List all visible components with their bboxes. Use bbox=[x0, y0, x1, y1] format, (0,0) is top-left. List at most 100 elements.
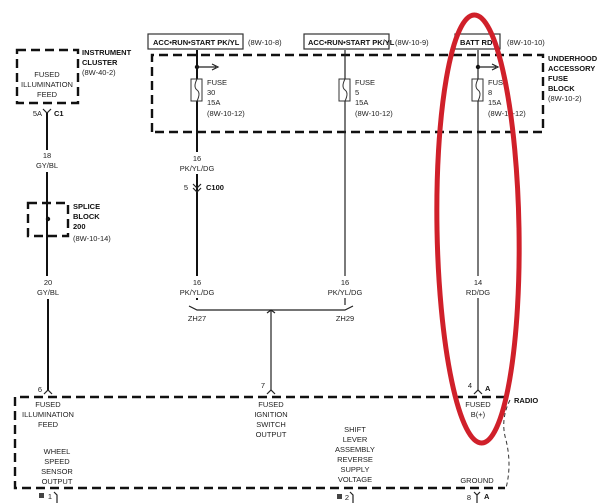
component-name: RADIO bbox=[514, 396, 538, 405]
fuse-ref: (8W-10-12) bbox=[488, 109, 526, 118]
connector-marker bbox=[39, 493, 44, 498]
wire-color: RD/DG bbox=[466, 288, 490, 297]
pin-label: ILLUMINATION bbox=[21, 80, 73, 89]
wire-color: GY/BL bbox=[36, 161, 58, 170]
connector-name: A bbox=[485, 384, 491, 393]
source-box bbox=[147, 33, 244, 50]
pin-label: FUSED bbox=[35, 400, 61, 409]
connector-pin: 5 bbox=[184, 183, 188, 192]
pin-label: B(+) bbox=[471, 410, 486, 419]
component-ref: (8W-40-2) bbox=[82, 68, 116, 77]
fuse-block-box bbox=[150, 53, 545, 134]
component-name: BLOCK bbox=[73, 212, 100, 221]
pin-number: 7 bbox=[261, 381, 265, 390]
wire-color: PK/YL/DG bbox=[180, 164, 215, 173]
pin-number: 6 bbox=[38, 385, 42, 394]
wire-color: PK/YL/DG bbox=[180, 288, 215, 297]
wire-gauge: 18 bbox=[43, 151, 51, 160]
splice-block-box bbox=[26, 201, 70, 238]
pin-label: VOLTAGE bbox=[338, 475, 372, 484]
connector-name: C1 bbox=[54, 109, 64, 118]
source-ref: (8W-10-10) bbox=[507, 38, 545, 47]
pin-label: FEED bbox=[37, 90, 58, 99]
pin-number: 2 bbox=[345, 493, 349, 502]
pin-label: WHEEL bbox=[44, 447, 71, 456]
arrow-icon bbox=[478, 63, 500, 71]
fuse-element bbox=[342, 78, 348, 102]
component-name: ACCESSORY bbox=[548, 64, 595, 73]
fuse-rating: 15A bbox=[207, 98, 220, 107]
source-ref: (8W-10-9) bbox=[395, 38, 429, 47]
wire-color: GY/BL bbox=[37, 288, 59, 297]
wire-color: PK/YL/DG bbox=[328, 288, 363, 297]
component-name: UNDERHOOD bbox=[548, 54, 598, 63]
component-name: 200 bbox=[73, 222, 86, 231]
fuse-element bbox=[475, 78, 481, 102]
pin-number: 1 bbox=[48, 492, 52, 501]
splice-block: SPLICE BLOCK 200 (8W-10-14) bbox=[26, 201, 111, 243]
wire-gauge: 16 bbox=[341, 278, 349, 287]
fuse-number: 5 bbox=[355, 88, 359, 97]
highlight-annotation-ellipse bbox=[434, 12, 522, 446]
instrument-cluster: INSTRUMENT CLUSTER (8W-40-2) FUSED ILLUM… bbox=[15, 48, 132, 118]
wire-gauge: 20 bbox=[44, 278, 52, 287]
pin-label: FUSED bbox=[258, 400, 284, 409]
fuse-label: FUSE bbox=[488, 78, 508, 87]
pin-number: 4 bbox=[468, 381, 472, 390]
pin-label: ASSEMBLY bbox=[335, 445, 375, 454]
connector-symbol bbox=[42, 108, 52, 114]
fuse-label: FUSE bbox=[207, 78, 227, 87]
fuse-ref: (8W-10-12) bbox=[355, 109, 393, 118]
radio: RADIO FUSED ILLUMINATION FEED FUSED IGNI… bbox=[13, 395, 538, 490]
radio-box bbox=[13, 395, 505, 490]
pin-number: 8 bbox=[467, 493, 471, 502]
fuse-rating: 15A bbox=[355, 98, 368, 107]
fuse-label: FUSE bbox=[355, 78, 375, 87]
component-name: INSTRUMENT bbox=[82, 48, 132, 57]
splice-label: ZH29 bbox=[336, 314, 354, 323]
pin-label: IGNITION bbox=[254, 410, 287, 419]
component-ref: (8W-10-14) bbox=[73, 234, 111, 243]
splice-dot bbox=[45, 216, 51, 222]
fuse-element bbox=[194, 78, 200, 102]
instrument-cluster-box bbox=[15, 48, 80, 105]
pin-label: FUSED bbox=[34, 70, 60, 79]
pin-label: OUTPUT bbox=[42, 477, 73, 486]
pin-label: SWITCH bbox=[256, 420, 286, 429]
component-name: BLOCK bbox=[548, 84, 575, 93]
pin-label: SHIFT bbox=[344, 425, 366, 434]
source-labels: ACC•RUN•START PK/YL (8W-10-8) ACC•RUN•ST… bbox=[147, 33, 545, 50]
component-ref: (8W-10-2) bbox=[548, 94, 582, 103]
component-name: SPLICE bbox=[73, 202, 100, 211]
pin-label: FEED bbox=[38, 420, 59, 429]
splice-label: ZH27 bbox=[188, 314, 206, 323]
component-name: FUSE bbox=[548, 74, 568, 83]
pin-label: REVERSE bbox=[337, 455, 373, 464]
pin-label: OUTPUT bbox=[256, 430, 287, 439]
connector-marker bbox=[337, 494, 342, 499]
connector-pin: 5A bbox=[33, 109, 42, 118]
underhood-fuse-block: UNDERHOOD ACCESSORY FUSE BLOCK (8W-10-2) bbox=[150, 53, 598, 134]
fuse-ref: (8W-10-12) bbox=[207, 109, 245, 118]
source-ref: (8W-10-8) bbox=[248, 38, 282, 47]
pin-label: SUPPLY bbox=[340, 465, 369, 474]
pin-label: SPEED bbox=[44, 457, 70, 466]
pin-label: SENSOR bbox=[41, 467, 73, 476]
connector-name: C100 bbox=[206, 183, 224, 192]
pin-label: GROUND bbox=[460, 476, 494, 485]
connector-symbol bbox=[192, 183, 202, 193]
fuse-number: 30 bbox=[207, 88, 215, 97]
source-label: ACC•RUN•START PK/YL bbox=[308, 38, 395, 47]
fuse-number: 8 bbox=[488, 88, 492, 97]
fuse-rating: 15A bbox=[488, 98, 501, 107]
pin-label: ILLUMINATION bbox=[22, 410, 74, 419]
pin-label: FUSED bbox=[465, 400, 491, 409]
wire-gauge: 14 bbox=[474, 278, 482, 287]
pin-label: LEVER bbox=[343, 435, 368, 444]
source-label: ACC•RUN•START PK/YL bbox=[153, 38, 240, 47]
connector-name: A bbox=[484, 492, 490, 501]
arrow-icon bbox=[197, 63, 220, 71]
component-name: CLUSTER bbox=[82, 58, 118, 67]
